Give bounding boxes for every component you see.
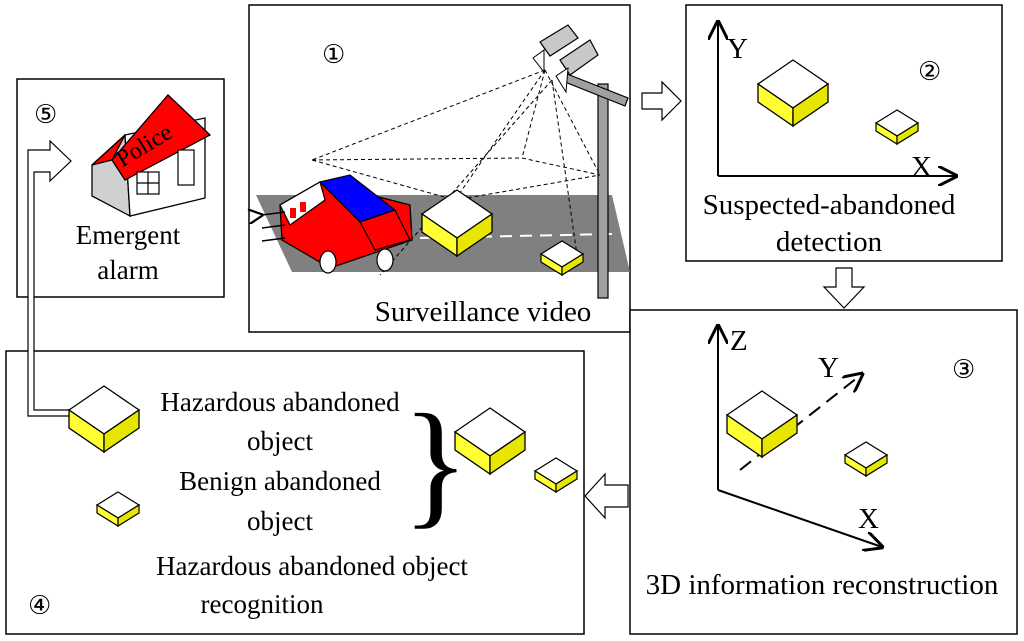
reconstruction-axis-x: X — [858, 503, 879, 535]
step-number-5: ⑤ — [34, 100, 57, 130]
reconstruction-caption: 3D information reconstruction — [646, 569, 999, 601]
camera-pole — [597, 83, 609, 299]
alarm-caption-line1: Emergent — [76, 220, 181, 250]
detection-panel: Y X ② Suspected-abandoned detection — [685, 4, 1003, 262]
step-number-3: ③ — [952, 355, 975, 385]
detection-caption-line1: Suspected-abandoned — [703, 189, 956, 221]
grouping-brace: } — [402, 386, 469, 541]
step-number-4: ④ — [28, 591, 51, 621]
recognition-caption-line1: Hazardous abandoned object — [156, 551, 468, 581]
recognition-to-alarm-arrow — [27, 139, 72, 417]
reconstruction-axis-z: Z — [730, 325, 748, 357]
surveillance-panel: ① — [249, 4, 631, 333]
reconstruction-panel: Z Y X ③ 3D information reconstruction — [629, 309, 1018, 635]
step-number-1: ① — [322, 40, 345, 70]
recognition-caption-line2: recognition — [201, 589, 324, 619]
surveillance-to-detection-arrow — [641, 80, 682, 122]
detection-axis-y: Y — [727, 33, 748, 65]
alarm-panel: ⑤ Police Emergent alarm — [16, 78, 225, 298]
detection-to-reconstruction-arrow — [822, 267, 866, 309]
benign-label-line2: object — [247, 506, 313, 536]
camera-icon — [532, 24, 599, 94]
reconstruction-axis-y: Y — [818, 352, 839, 384]
detection-caption-line2: detection — [776, 226, 883, 258]
alarm-caption-line2: alarm — [97, 255, 158, 285]
car-icon — [262, 174, 413, 274]
benign-label-line1: Benign abandoned — [179, 466, 381, 496]
hazardous-label-line2: object — [247, 426, 313, 456]
detection-axis-x: X — [911, 151, 932, 183]
surveillance-caption: Surveillance video — [375, 296, 592, 328]
recognition-panel: Hazardous abandoned object Benign abando… — [5, 350, 585, 635]
reconstruction-to-recognition-arrow — [584, 472, 629, 520]
step-number-2: ② — [918, 57, 941, 87]
police-station-icon: Police — [91, 94, 212, 218]
hazardous-label-line1: Hazardous abandoned — [160, 387, 400, 417]
